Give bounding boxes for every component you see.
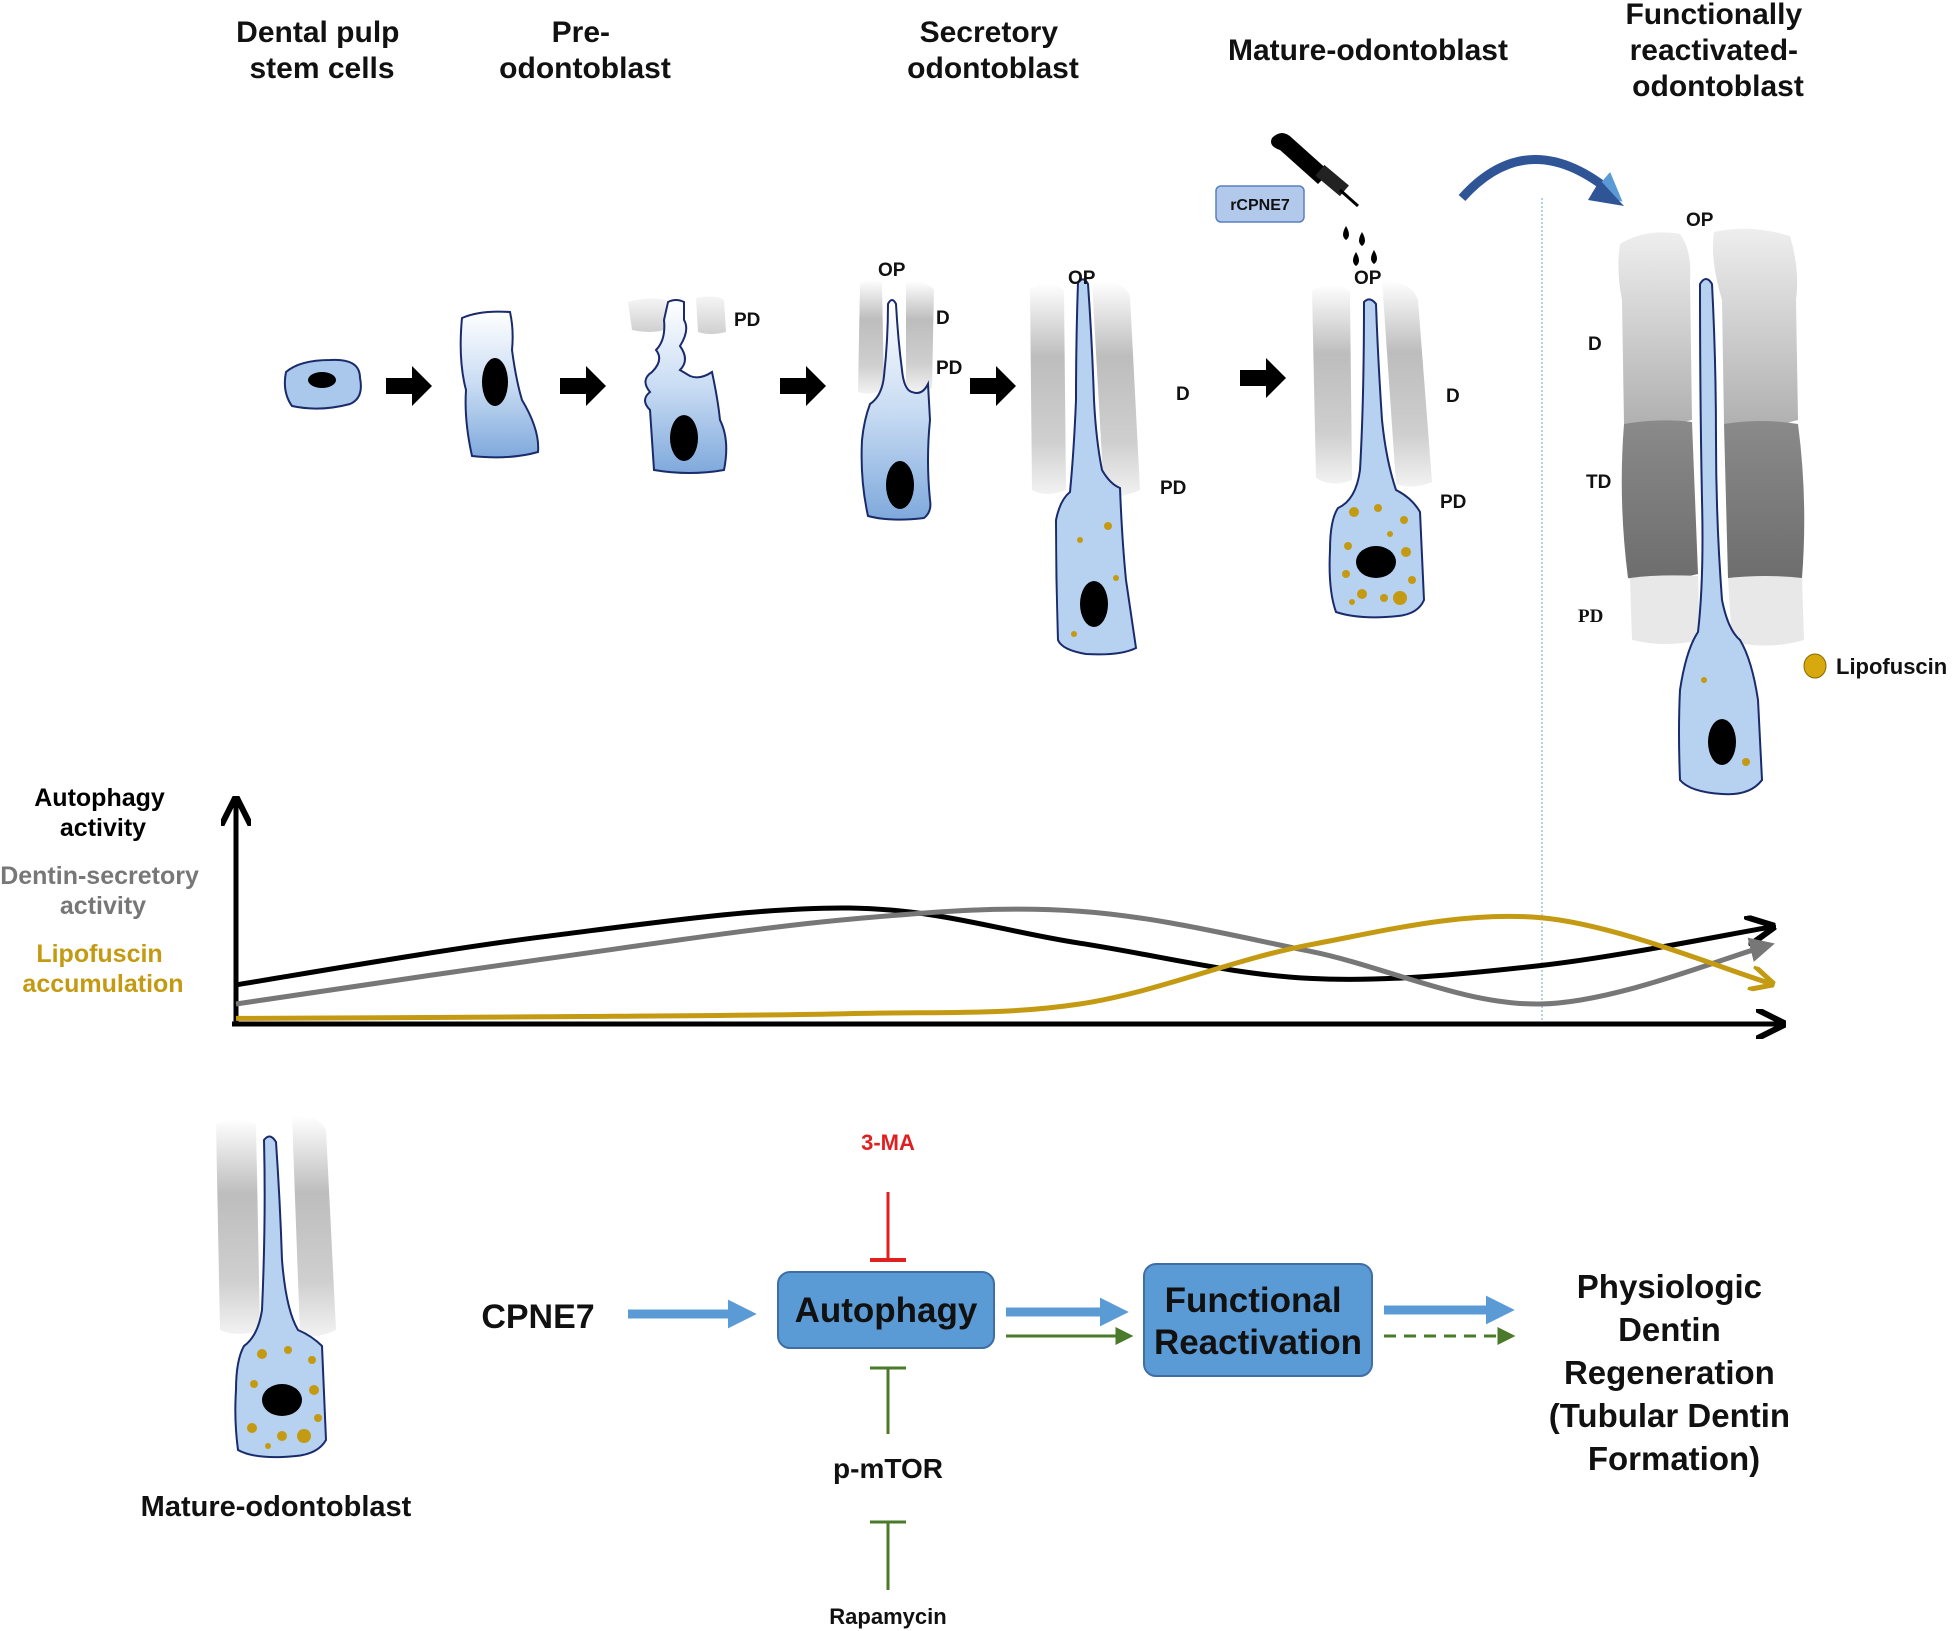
activity-chart: Autophagy activity Dentin-secretory acti… [0, 784, 1780, 1026]
dental-pulp-stem-cell [283, 358, 362, 410]
stage-title-line: reactivated- [1630, 34, 1798, 67]
label-d: D [1176, 384, 1190, 405]
inhibitor-3ma-label: 3-MA [861, 1130, 915, 1155]
early-secretory-odontoblast-cell [858, 279, 934, 521]
lipofuscin-granules [247, 1346, 322, 1449]
outcome-line: Dentin [1618, 1311, 1721, 1348]
lipofuscin-granules [1071, 522, 1119, 637]
stage-arrow-3 [780, 366, 826, 406]
series-layer [235, 905, 1775, 1021]
pre-odontoblast-cell-1 [459, 310, 540, 459]
outcome-line: Regeneration [1564, 1354, 1775, 1391]
curved-arrow-head [1588, 180, 1624, 206]
legend-line: activity [60, 814, 146, 842]
stage-arrow-2 [560, 366, 606, 406]
stage-title-line: Pre- [552, 16, 610, 49]
legend-line: Autophagy [34, 784, 165, 812]
label-td: TD [1586, 472, 1611, 493]
stage-title-secretory-odontoblast: Secretory odontoblast [907, 16, 1079, 85]
stage-arrow-1 [386, 366, 432, 406]
reactivation-line: Reactivation [1154, 1323, 1362, 1362]
lipofuscin-swatch [1803, 653, 1827, 679]
lipofuscin-legend: Lipofuscin [1803, 653, 1947, 679]
rcpne7-label-box: rCPNE7 [1215, 185, 1305, 223]
label-pd: PD [1160, 478, 1186, 499]
outcome-line: Physiologic [1577, 1268, 1762, 1305]
dropper-icon [1271, 133, 1377, 266]
pathway-cell-label: Mature-odontoblast [141, 1491, 412, 1523]
stage-title-dental-pulp-stem-cells: Dental pulp stem cells [236, 16, 408, 85]
autophagy-box-label: Autophagy [795, 1291, 978, 1330]
stage-arrow-4 [970, 366, 1016, 406]
stage-arrow-5 [1240, 358, 1286, 398]
stage-title-line: odontoblast [499, 52, 671, 85]
outcome-label: Physiologic Dentin Regeneration (Tubular… [1549, 1268, 1800, 1477]
rcpne7-label: rCPNE7 [1230, 197, 1290, 214]
secretory-odontoblast-cell [1030, 278, 1140, 656]
autophagy-box: Autophagy [777, 1271, 995, 1349]
label-op: OP [1686, 210, 1714, 231]
pmtor-label: p-mTOR [833, 1453, 943, 1484]
series-lipofuscin-line [235, 913, 1770, 1021]
label-d: D [936, 308, 950, 329]
label-d: D [1588, 334, 1602, 355]
mature-odontoblast-cell [1312, 280, 1432, 619]
stage-title-line: stem cells [249, 52, 394, 85]
series-dentin-secretory-line [235, 906, 1775, 1007]
label-op: OP [1068, 268, 1096, 289]
stage-title-pre-odontoblast: Pre- odontoblast [499, 16, 671, 85]
functional-reactivation-box: Functional Reactivation [1143, 1263, 1373, 1377]
label-pd: PD [734, 310, 760, 331]
lipofuscin-legend-label: Lipofuscin [1836, 654, 1947, 679]
legend-dentin-secretory-activity: Dentin-secretory activity [0, 862, 206, 920]
label-pd: PD [1578, 606, 1603, 627]
legend-line: accumulation [22, 970, 183, 998]
stage-title-functionally-reactivated-odontoblast: Functionally reactivated- odontoblast [1625, 0, 1810, 103]
inhibition-rapamycin-symbol [870, 1520, 906, 1590]
legend-line: Lipofuscin [36, 940, 162, 968]
pre-odontoblast-cell-2 [628, 296, 728, 474]
legend-lipofuscin-accumulation: Lipofuscin accumulation [22, 940, 183, 998]
label-pd: PD [936, 358, 962, 379]
legend-line: activity [60, 892, 146, 920]
stage-title-line: Functionally [1625, 0, 1802, 31]
rapamycin-label: Rapamycin [829, 1604, 946, 1629]
reactivation-line: Functional [1165, 1281, 1342, 1320]
stage-title-line: Dental pulp [236, 16, 399, 49]
label-d: D [1446, 386, 1460, 407]
lipofuscin-granules [1342, 504, 1416, 605]
functional-reactivation-label: Functional Reactivation [1154, 1281, 1362, 1362]
legend-autophagy-activity: Autophagy activity [34, 784, 172, 842]
legend-line: Dentin-secretory [0, 862, 199, 890]
label-op: OP [878, 260, 906, 281]
inhibition-pmtor-symbol [870, 1366, 906, 1434]
pathway-mature-odontoblast-cell [216, 1115, 336, 1459]
reactivation-curved-arrow [1458, 155, 1623, 202]
outcome-line: (Tubular Dentin [1549, 1397, 1790, 1434]
stage-title-mature-odontoblast: Mature-odontoblast [1228, 34, 1508, 67]
label-pd: PD [1440, 492, 1466, 513]
label-op: OP [1354, 268, 1382, 289]
stage-title-line: odontoblast [1632, 70, 1804, 103]
outcome-line: Formation) [1588, 1440, 1760, 1477]
series-autophagy-line [235, 905, 1770, 988]
cpne7-label: CPNE7 [481, 1298, 594, 1336]
stage-title-line: Secretory [920, 16, 1059, 49]
stage-title-line: odontoblast [907, 52, 1079, 85]
inhibition-3ma-symbol [870, 1192, 906, 1262]
reactivated-odontoblast-cell [1618, 228, 1805, 796]
